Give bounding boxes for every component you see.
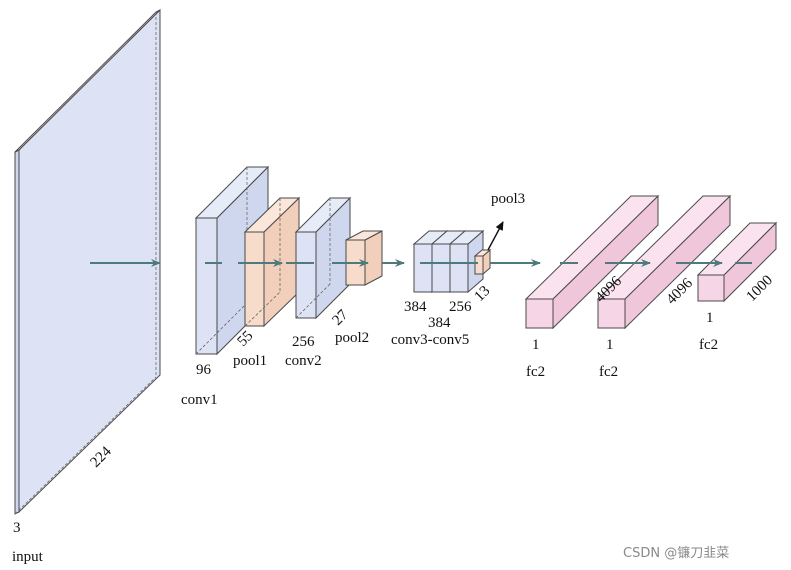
conv1-channels-label: 96 bbox=[196, 362, 212, 378]
fc1-front-face bbox=[525, 298, 554, 329]
fc3-name-label: fc2 bbox=[699, 337, 718, 353]
input-size-label: 224 bbox=[88, 443, 116, 471]
input-channels-label: 3 bbox=[13, 520, 21, 536]
pool3-layer bbox=[473, 248, 492, 276]
fc2-width-label: 1 bbox=[606, 337, 614, 353]
input-front-face bbox=[14, 149, 20, 515]
fc3-width-label: 1 bbox=[706, 310, 714, 326]
pool1-name-label: pool1 bbox=[233, 353, 267, 369]
conv1-front-face bbox=[195, 217, 218, 355]
pool1-front-face bbox=[244, 231, 265, 327]
fc2-front-face bbox=[597, 298, 626, 329]
fc2-name-label: fc2 bbox=[599, 364, 618, 380]
pool2-layer bbox=[345, 230, 383, 286]
conv4-channels-label: 384 bbox=[428, 315, 451, 331]
conv-group-name-label: conv3-conv5 bbox=[391, 332, 469, 348]
input-name-label: input bbox=[12, 549, 44, 565]
input-top-face bbox=[14, 9, 161, 153]
conv2-layer bbox=[294, 196, 352, 320]
pool3-name-label: pool3 bbox=[491, 191, 525, 207]
conv3-front-face bbox=[413, 243, 433, 293]
fc1-name-label: fc2 bbox=[526, 364, 545, 380]
input-layer bbox=[14, 8, 161, 515]
conv2-name-label: conv2 bbox=[285, 353, 322, 369]
conv5-channels-label: 256 bbox=[449, 299, 472, 315]
conv5-front-face bbox=[449, 243, 469, 293]
watermark: CSDN @镰刀韭菜 bbox=[623, 545, 729, 561]
input-side-face bbox=[18, 8, 161, 514]
pool3-pointer-arrow bbox=[487, 221, 504, 251]
conv2-front-face bbox=[295, 231, 317, 319]
conv1-name-label: conv1 bbox=[181, 392, 218, 408]
pool2-name-label: pool2 bbox=[335, 330, 369, 346]
pool2-size-label: 27 bbox=[330, 307, 352, 329]
fc3-front-face bbox=[697, 274, 725, 302]
conv3-channels-label: 384 bbox=[404, 299, 427, 315]
conv2-channels-label: 256 bbox=[292, 334, 315, 350]
fc1-width-label: 1 bbox=[532, 337, 540, 353]
conv4-front-face bbox=[431, 243, 451, 293]
pool3-front-face bbox=[474, 255, 484, 275]
